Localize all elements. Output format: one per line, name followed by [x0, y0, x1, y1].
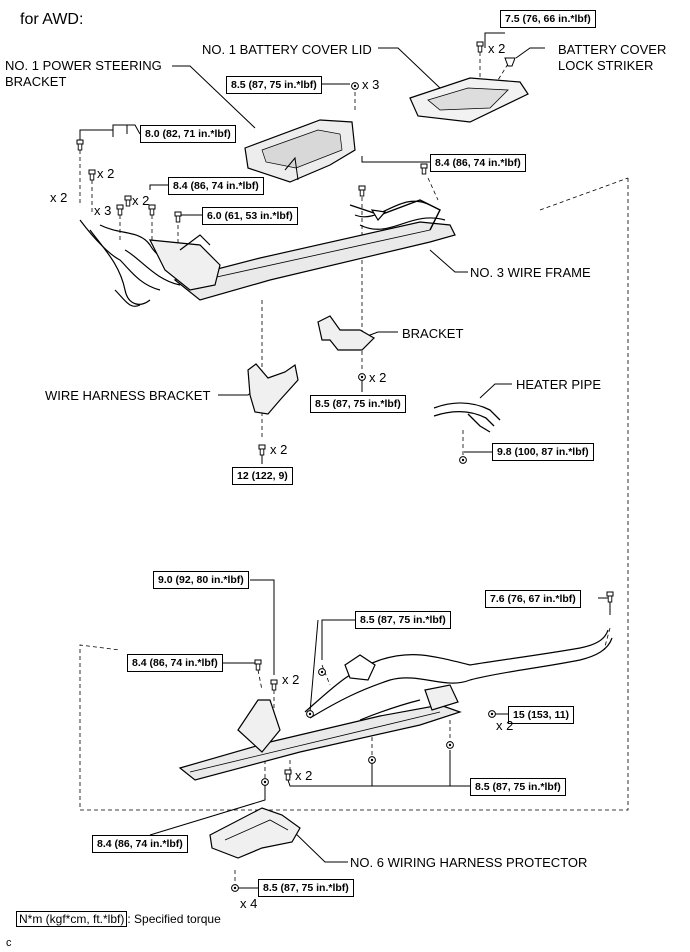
legend-text: : Specified torque [127, 912, 221, 926]
torque-spec-box: 7.6 (76, 67 in.*lbf) [485, 590, 581, 608]
quantity-label: x 3 [362, 77, 380, 92]
torque-spec-box: 8.0 (82, 71 in.*lbf) [140, 125, 236, 143]
torque-spec-box: 15 (153, 11) [508, 706, 575, 724]
torque-spec-box: 8.4 (86, 74 in.*lbf) [92, 835, 188, 853]
quantity-label: x 4 [240, 896, 258, 911]
label-power-steering-bracket-line1: NO. 1 POWER STEERING [5, 58, 162, 73]
quantity-label: x 2 [496, 718, 514, 733]
torque-spec-box: 6.0 (61, 53 in.*lbf) [202, 207, 298, 225]
quantity-label: x 3 [94, 203, 112, 218]
torque-spec-box: 9.8 (100, 87 in.*lbf) [492, 443, 594, 461]
label-battery-cover-lock-striker-line2: LOCK STRIKER [558, 58, 654, 73]
torque-legend: N*m (kgf*cm, ft.*lbf): Specified torque [16, 911, 221, 927]
label-power-steering-bracket-line2: BRACKET [5, 74, 67, 89]
label-battery-cover-lid: NO. 1 BATTERY COVER LID [202, 42, 372, 57]
torque-spec-box: 8.5 (87, 75 in.*lbf) [226, 76, 322, 94]
no6-protector-drawing [209, 807, 301, 859]
lower-wire-frame-drawing [178, 629, 613, 781]
label-battery-cover-lock-striker-line1: BATTERY COVER [558, 42, 667, 57]
quantity-label: x 2 [97, 166, 115, 181]
torque-spec-box: 8.5 (87, 75 in.*lbf) [258, 879, 354, 897]
label-heater-pipe: HEATER PIPE [516, 377, 602, 392]
quantity-label: x 2 [488, 41, 506, 56]
wire-harness-bracket-drawing [247, 363, 299, 415]
label-bracket: BRACKET [402, 326, 464, 341]
label-no3-wire-frame: NO. 3 WIRE FRAME [470, 265, 591, 280]
quantity-label: x 2 [270, 442, 288, 457]
quantity-label: x 2 [132, 193, 150, 208]
torque-spec-box: 9.0 (92, 80 in.*lbf) [153, 571, 249, 589]
bracket-drawing [317, 315, 375, 351]
torque-spec-box: 8.5 (87, 75 in.*lbf) [470, 778, 566, 796]
torque-spec-box: 8.4 (86, 74 in.*lbf) [168, 177, 264, 195]
quantity-label: x 2 [369, 370, 387, 385]
battery-cover-lid-drawing [409, 77, 529, 123]
torque-spec-box: 8.5 (87, 75 in.*lbf) [310, 395, 406, 413]
legend-unit-box: N*m (kgf*cm, ft.*lbf) [16, 911, 128, 927]
torque-spec-box: 8.4 (86, 74 in.*lbf) [127, 654, 223, 672]
heater-pipe-drawing [433, 402, 501, 433]
label-wire-harness-bracket: WIRE HARNESS BRACKET [45, 388, 211, 403]
torque-spec-box: 8.4 (86, 74 in.*lbf) [430, 154, 526, 172]
label-no6-wiring-harness-protector: NO. 6 WIRING HARNESS PROTECTOR [350, 855, 588, 870]
header-text: for AWD: [20, 11, 84, 28]
quantity-label: x 2 [295, 768, 313, 783]
torque-spec-box: 8.5 (87, 75 in.*lbf) [355, 611, 451, 629]
quantity-label: x 2 [50, 190, 68, 205]
power-steering-harness-drawing [79, 219, 221, 307]
no3-wire-frame-drawing [173, 199, 456, 301]
battery-cover-drawing [244, 119, 356, 183]
footer-code: c [6, 937, 12, 949]
torque-spec-box: 12 (122, 9) [232, 467, 293, 485]
quantity-label: x 2 [282, 672, 300, 687]
torque-spec-box: 7.5 (76, 66 in.*lbf) [500, 10, 596, 28]
